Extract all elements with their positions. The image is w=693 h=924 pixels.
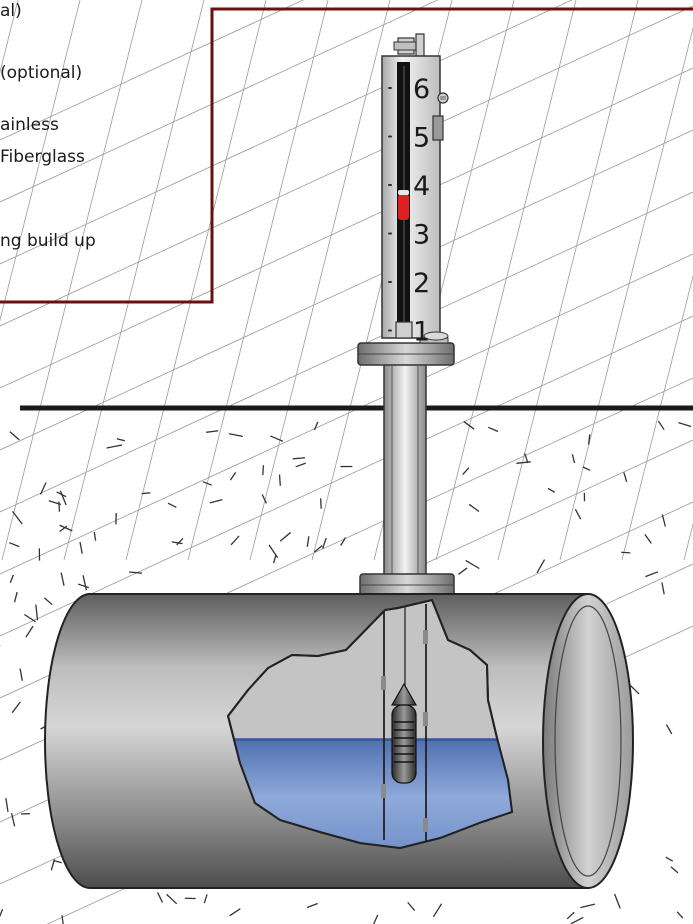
- callout-line-4: Fiberglass: [0, 147, 85, 167]
- level-indicator-column: 6 5 4 3 2 1: [381, 33, 449, 348]
- callout-line-1: al): [0, 1, 22, 21]
- callout-box-border: [0, 7, 693, 304]
- scale-label: 1: [413, 317, 430, 348]
- lower-flange: [359, 573, 455, 597]
- scale-label: 4: [413, 171, 430, 202]
- scale-label: 6: [413, 74, 430, 105]
- scale-label: 5: [413, 123, 430, 154]
- tank-cutaway: [226, 598, 514, 850]
- callout-line-2: (optional): [0, 63, 83, 83]
- scale-label: 2: [413, 268, 430, 299]
- float-sensor: [390, 682, 418, 784]
- limit-switch: [432, 115, 444, 141]
- indicator-level-marker: [398, 194, 409, 220]
- upper-flange: [357, 342, 455, 366]
- riser-pipe: [383, 363, 427, 577]
- soil-texture: [0, 420, 692, 924]
- callout-line-5: ng build up: [0, 231, 96, 251]
- scale-label: 3: [413, 220, 430, 251]
- callout-line-3: ainless: [0, 115, 59, 135]
